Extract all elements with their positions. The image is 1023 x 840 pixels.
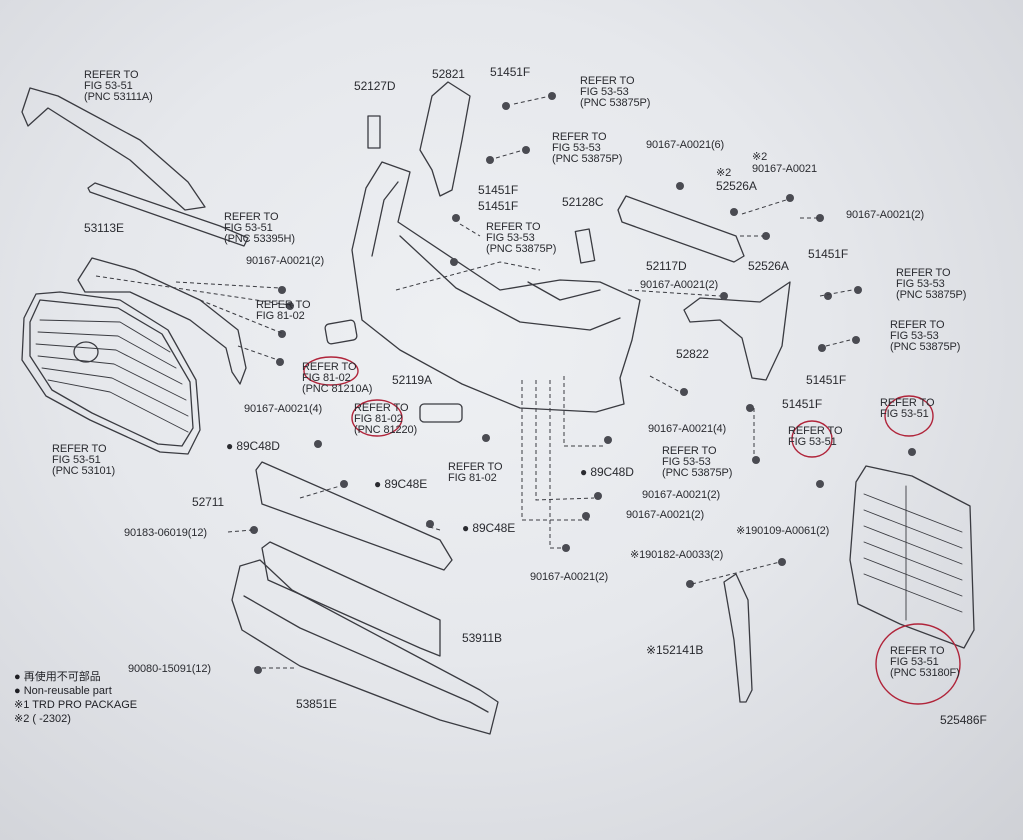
- part-number: ※2: [716, 167, 732, 179]
- annotation-circle: [303, 356, 359, 386]
- part-number: 52117D: [646, 259, 687, 273]
- annotation-circle: [351, 399, 403, 437]
- part-number: 53911B: [462, 631, 502, 645]
- part-number: 52822: [676, 347, 709, 361]
- part-number: 52821: [432, 67, 465, 81]
- part-number: 52711: [192, 495, 224, 509]
- legend-line: ● 再使用不可部品: [14, 671, 101, 683]
- part-number: 90167-A0021(4): [648, 423, 727, 435]
- part-number: ※190109-A0061(2): [736, 525, 830, 537]
- part-number: 51451F: [806, 373, 847, 387]
- upper-trim-strip: [21, 87, 206, 211]
- part-number: ● 89C48E: [462, 521, 516, 535]
- bracket-52822: [683, 281, 791, 381]
- skid-plate: [231, 559, 499, 735]
- legend-line: ● Non-reusable part: [14, 685, 112, 697]
- annotation-circle: [791, 420, 833, 458]
- part-number: 51451F: [808, 247, 849, 261]
- front-grille: [21, 291, 201, 455]
- grille-bracket: [77, 257, 247, 385]
- part-number: ※190182-A0033(2): [630, 549, 724, 561]
- legend-line: ※1 TRD PRO PACKAGE: [14, 699, 138, 711]
- part-number: 90183-06019(12): [124, 527, 207, 539]
- part-number: 51451F: [490, 65, 531, 79]
- diagram-number: 525486F: [940, 713, 987, 727]
- part-number: 90167-A0021(2): [626, 509, 705, 521]
- part-number: 90167-A0021(6): [646, 139, 725, 151]
- radiator-shutter: [849, 465, 975, 649]
- bracket-52821: [419, 81, 471, 197]
- part-number: 52526A: [716, 179, 757, 193]
- bracket-52128C: [574, 228, 596, 264]
- part-number: 90167-A0021: [752, 163, 817, 175]
- part-number: ※2: [752, 151, 768, 163]
- side-trim: [723, 573, 753, 703]
- part-number: 90080-15091(12): [128, 663, 211, 675]
- bracket-52127D: [367, 115, 381, 149]
- bumper-cover: [351, 161, 641, 413]
- legend-line: ※2 ( -2302): [14, 713, 71, 725]
- fog-lamp-81220: [419, 403, 463, 423]
- part-number: 52526A: [748, 259, 789, 273]
- part-number: 90167-A0021(2): [640, 279, 719, 291]
- part-number: 90167-A0021(2): [530, 571, 609, 583]
- lower-grille: [255, 461, 453, 571]
- part-number: 53113E: [84, 221, 124, 235]
- annotation-circle: [875, 623, 961, 705]
- part-number: 52128C: [562, 195, 604, 209]
- part-number: ※152141B: [646, 643, 704, 657]
- part-number: 90167-A0021(4): [244, 403, 323, 415]
- fog-lamp-81210A: [324, 319, 358, 345]
- part-number: 90167-A0021(2): [846, 209, 925, 221]
- part-number: ● 89C48D: [226, 439, 280, 453]
- annotation-circle: [884, 395, 934, 437]
- part-number: 90167-A0021(2): [246, 255, 325, 267]
- part-number: 51451F: [782, 397, 823, 411]
- part-number: ● 89C48E: [374, 477, 428, 491]
- part-number: 52119A: [392, 373, 432, 387]
- part-number: 51451F: [478, 183, 519, 197]
- garnish-rod: [87, 182, 249, 247]
- part-number: ● 89C48D: [580, 465, 634, 479]
- part-number: 53851E: [296, 697, 337, 711]
- lower-molding: [261, 541, 441, 657]
- part-number: 51451F: [478, 199, 519, 213]
- part-number: 52127D: [354, 79, 396, 93]
- bumper-reinforcement: [617, 195, 745, 263]
- part-number: 90167-A0021(2): [642, 489, 721, 501]
- legend: ● 再使用不可部品 ● Non-reusable part ※1 TRD PRO…: [14, 670, 137, 726]
